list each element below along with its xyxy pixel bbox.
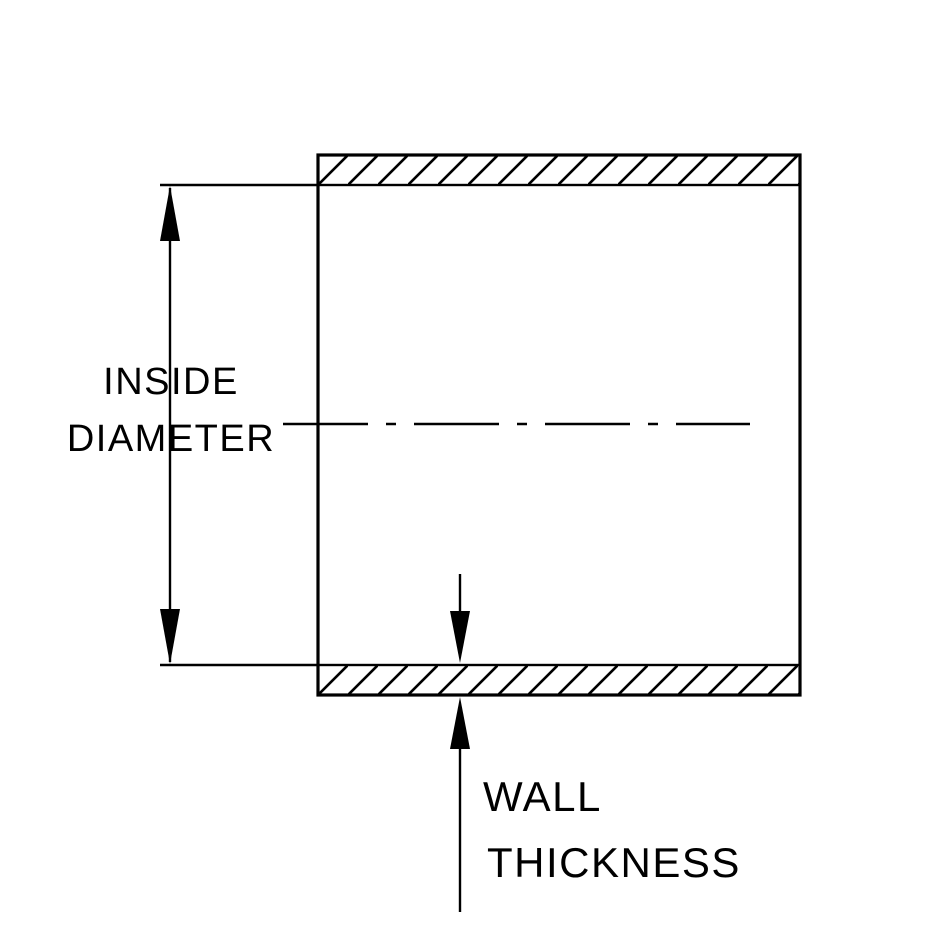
wall-thickness-dimension (450, 574, 470, 912)
arrow-up-icon (450, 697, 470, 749)
arrow-up-icon (160, 186, 180, 241)
inside-diameter-dimension (160, 183, 318, 667)
wall-thickness-label-line2: THICKNESS (487, 839, 741, 886)
arrow-down-icon (160, 609, 180, 664)
inside-diameter-label-line2: DIAMETER (67, 418, 275, 460)
top-wall-hatch-band (316, 153, 802, 187)
bottom-wall-hatch-band (316, 663, 802, 697)
inside-diameter-label-line1: INSIDE (103, 361, 239, 403)
wall-thickness-label-line1: WALL (483, 773, 602, 820)
arrow-down-icon (450, 611, 470, 663)
